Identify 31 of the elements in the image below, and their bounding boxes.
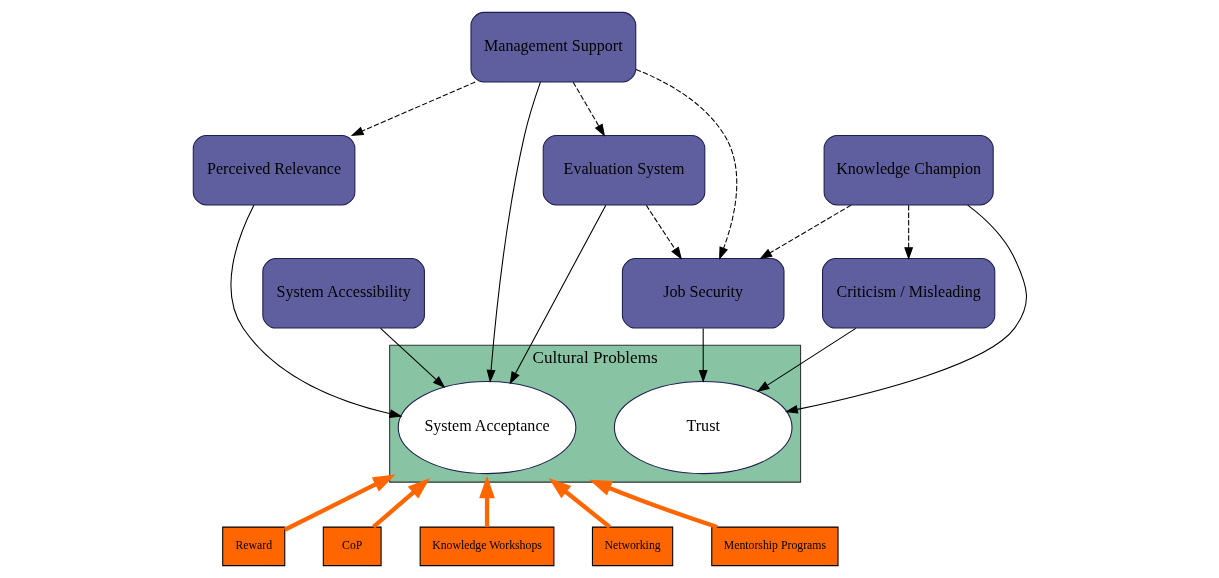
node-box: Knowledge Champion (823, 134, 994, 206)
arrow (509, 204, 606, 385)
arrow (784, 204, 1027, 414)
arrow (588, 479, 718, 530)
node-box: Knowledge Workshops (419, 526, 554, 567)
node-box: Job Security (621, 257, 785, 329)
node-box: System Accessibility (261, 257, 425, 329)
node-box: Criticism / Misleading (821, 257, 995, 329)
node-box: Networking (591, 526, 673, 567)
arrow (229, 204, 402, 419)
arrow (572, 81, 605, 137)
node-box: Evaluation System (542, 134, 705, 206)
arrow (478, 475, 495, 528)
node-ellipse: System Acceptance (397, 381, 576, 475)
arrow (698, 327, 708, 383)
arrow (758, 204, 852, 260)
arrow (634, 69, 737, 260)
arrow (903, 204, 913, 261)
arrow (283, 474, 395, 532)
arrow (371, 477, 430, 529)
node-box: Perceived Relevance (192, 134, 355, 206)
arrow (645, 204, 682, 260)
node-box: Reward (221, 526, 285, 567)
arrow (379, 327, 445, 389)
arrow (756, 327, 856, 393)
node-box: Mentorship Programs (710, 526, 839, 567)
node-box: CoP (322, 526, 382, 567)
node-box: Management Support (469, 11, 636, 83)
arrow (548, 478, 611, 529)
arrow (350, 81, 476, 136)
arrow (486, 81, 541, 383)
